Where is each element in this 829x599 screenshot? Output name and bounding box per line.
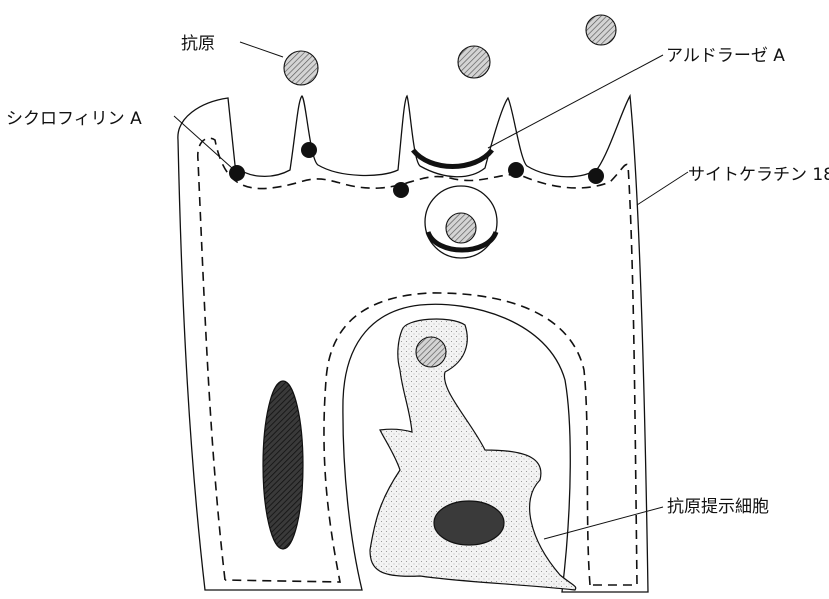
leader-cyclophilin (174, 116, 232, 168)
leader-cytokeratin (637, 172, 688, 205)
label-antigen-presenting-cell: 抗原提示細胞 (667, 497, 769, 517)
cyclophilin-dot (588, 168, 604, 184)
cyclophilin-dot (508, 162, 524, 178)
label-aldolase-a: アルドラーゼ A (666, 46, 785, 66)
apc-nucleus (434, 501, 504, 545)
antigen-3 (586, 15, 616, 45)
apc-cell-body (370, 319, 576, 590)
vesicle-antigen (446, 213, 476, 243)
label-antigen: 抗原 (181, 34, 215, 54)
label-cyclophilin-a: シクロフィリン A (6, 109, 142, 129)
apc-internal-antigen (416, 337, 446, 367)
elongated-dark-body (263, 381, 303, 549)
cyclophilin-dot (393, 182, 409, 198)
antigen-1 (284, 51, 318, 85)
leader-apc (544, 507, 663, 539)
cyclophilin-dot (301, 142, 317, 158)
aldolase-a-arc (413, 150, 492, 167)
antigen-2 (458, 46, 490, 78)
leader-aldolase (488, 55, 663, 148)
leader-antigen (240, 42, 283, 57)
label-cytokeratin-18: サイトケラチン 18 (688, 165, 829, 185)
